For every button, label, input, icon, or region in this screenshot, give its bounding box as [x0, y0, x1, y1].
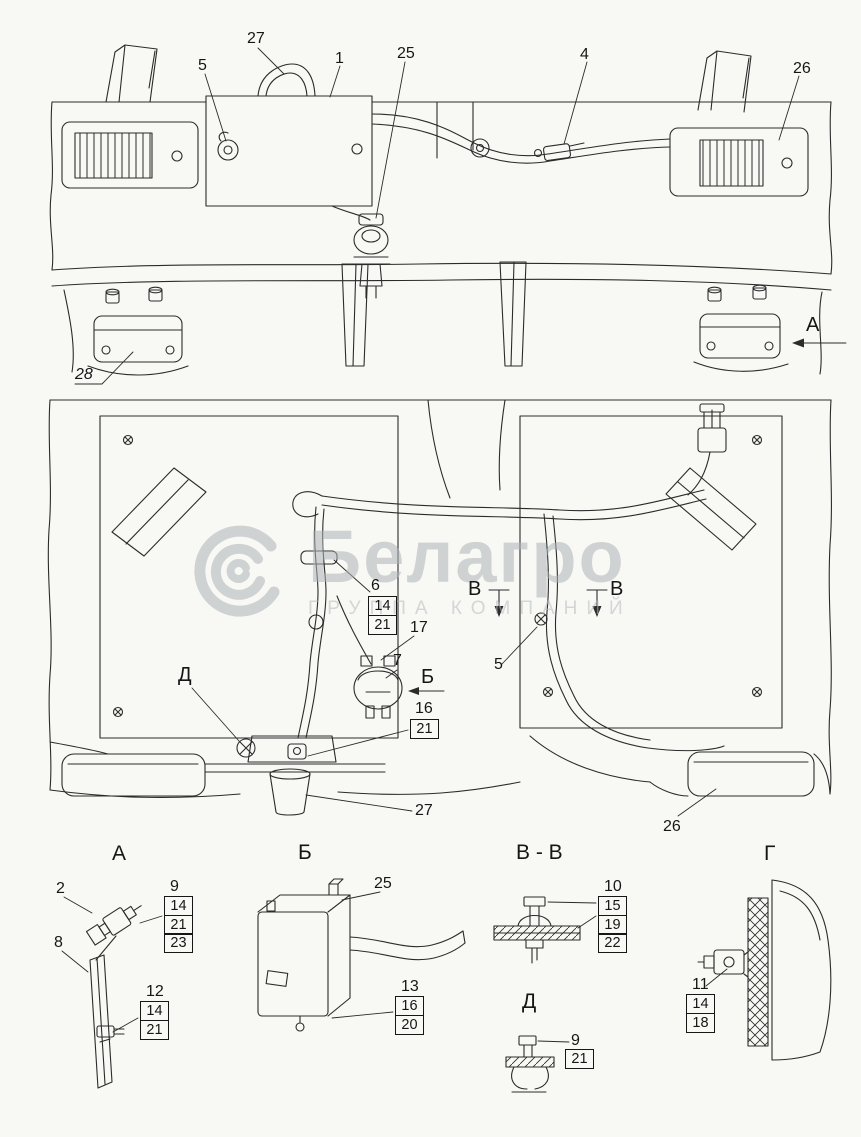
callout-28: 28: [75, 366, 93, 383]
callout-27-top: 27: [247, 30, 265, 47]
boxed-number: 23: [164, 933, 193, 954]
detail-b-title: Б: [298, 841, 312, 864]
callout-9-a: 9: [170, 878, 179, 895]
callout-25-top: 25: [397, 45, 415, 62]
detail-b-drawing: [257, 878, 466, 1032]
callout-26-bottom: 26: [663, 818, 681, 835]
boxed-number: 21: [140, 1019, 169, 1040]
callout-5-top: 5: [198, 57, 207, 74]
view-arrow-a-label: А: [806, 314, 820, 336]
boxed-number: 21: [368, 614, 397, 635]
callout-1: 1: [335, 50, 344, 67]
boxed-number: 19: [598, 914, 627, 935]
boxed-number: 14: [686, 994, 715, 1014]
detail-g-drawing: [697, 879, 832, 1061]
boxed-number: 20: [395, 1014, 424, 1035]
callout-25-b: 25: [374, 875, 392, 892]
callout-5-mid: 5: [494, 656, 503, 673]
boxed-number: 18: [686, 1012, 715, 1033]
boxed-number: 21: [565, 1049, 594, 1069]
callout-13: 13: [401, 978, 419, 995]
lamp-bolts: [105, 284, 767, 304]
callout-12: 12: [146, 983, 164, 1000]
detail-g-title: Г: [764, 842, 776, 865]
callout-11: 11: [692, 976, 709, 993]
callout-6: 6: [371, 577, 380, 594]
callout-26-top: 26: [793, 60, 811, 77]
boxed-number: 21: [164, 914, 193, 935]
callout-4: 4: [580, 46, 589, 63]
boxed-number: 15: [598, 896, 627, 916]
callout-10: 10: [604, 878, 622, 895]
detail-vv-title: В - В: [516, 841, 563, 864]
section-v-left: В: [468, 578, 482, 600]
stack-21-d: 21: [565, 1049, 594, 1069]
leader-lines: [61, 47, 847, 1043]
boxed-number: 16: [395, 996, 424, 1016]
detail-a-drawing: [85, 905, 142, 1089]
panel-screws: [112, 434, 763, 718]
boxed-number: 14: [368, 596, 397, 616]
detail-d-title: Д: [522, 990, 537, 1013]
callout-17: 17: [410, 619, 428, 636]
callout-2: 2: [56, 880, 65, 897]
callout-8: 8: [54, 934, 63, 951]
boxed-number: 14: [164, 896, 193, 916]
view-arrow-b-label: Б: [421, 666, 435, 688]
detail-a-title: А: [112, 842, 127, 865]
stack-21-mid: 21: [410, 719, 439, 739]
callout-7: 7: [393, 652, 402, 669]
boxed-number: 14: [140, 1001, 169, 1021]
callout-16-mid: 16: [415, 700, 433, 717]
section-d-mid: Д: [178, 664, 192, 686]
callout-27-bottom: 27: [415, 802, 433, 819]
detail-vv-drawing: [493, 896, 581, 964]
boxed-number: 21: [410, 719, 439, 739]
callout-9-d: 9: [571, 1032, 580, 1049]
boxed-number: 22: [598, 933, 627, 954]
top-view: [49, 44, 833, 376]
section-v-right: В: [610, 578, 624, 600]
middle-view: [47, 399, 832, 816]
detail-d-drawing: [505, 1035, 555, 1093]
